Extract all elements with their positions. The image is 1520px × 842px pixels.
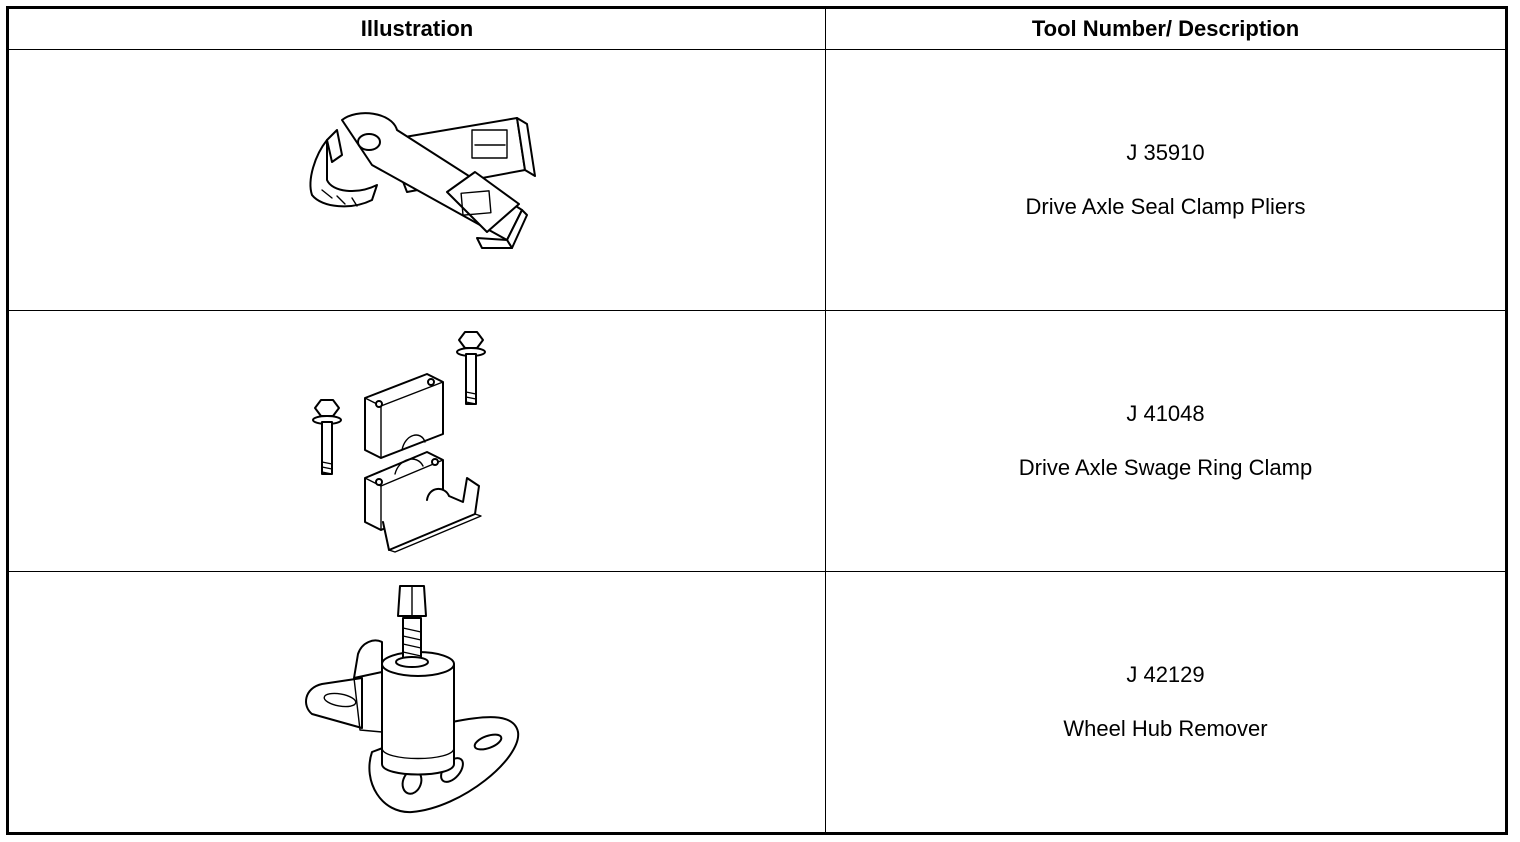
tool-description: Drive Axle Seal Clamp Pliers xyxy=(1025,194,1306,219)
header-tool-number-description: Tool Number/ Description xyxy=(825,7,1507,50)
table-row: J 42129 Wheel Hub Remover xyxy=(7,571,1507,834)
tool-table: Illustration Tool Number/ Description xyxy=(6,6,1508,835)
tool-number: J 41048 xyxy=(1126,400,1205,426)
tool-number: J 35910 xyxy=(1126,139,1205,165)
tool-description: Wheel Hub Remover xyxy=(1063,716,1268,741)
table-row: J 41048 Drive Axle Swage Ring Clamp xyxy=(7,310,1507,572)
swage-ring-clamp-illustration xyxy=(312,331,486,553)
tool-number: J 42129 xyxy=(1126,661,1205,687)
tool-description-cell: J 42129 Wheel Hub Remover xyxy=(825,571,1507,834)
seal-clamp-pliers-illustration xyxy=(309,112,536,249)
table-row: J 35910 Drive Axle Seal Clamp Pliers xyxy=(7,49,1507,311)
illustration-cell xyxy=(7,49,826,311)
tool-description: Drive Axle Swage Ring Clamp xyxy=(1018,455,1313,480)
illustration-cell xyxy=(7,310,826,572)
tool-description-cell: J 41048 Drive Axle Swage Ring Clamp xyxy=(825,310,1507,572)
wheel-hub-remover-illustration xyxy=(305,585,520,814)
tool-description-cell: J 35910 Drive Axle Seal Clamp Pliers xyxy=(825,49,1507,311)
header-illustration: Illustration xyxy=(7,7,826,50)
table-header-row: Illustration Tool Number/ Description xyxy=(7,7,1507,50)
illustration-cell xyxy=(7,571,826,834)
